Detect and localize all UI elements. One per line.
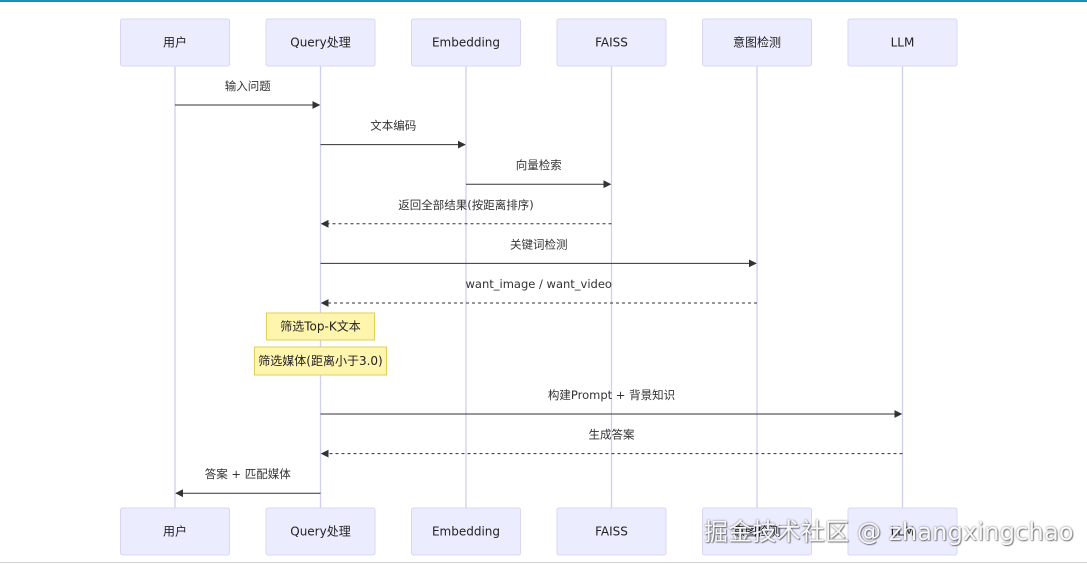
- actor-label: LLM: [891, 36, 915, 50]
- actor-box: [120, 18, 230, 67]
- actor-label: FAISS: [595, 525, 628, 539]
- message-label: 返回全部结果(按距离排序): [398, 198, 533, 212]
- actor-box: [265, 18, 376, 67]
- message-1: 输入问题: [175, 79, 321, 109]
- note-box: [254, 346, 387, 376]
- actor-label: 用户: [163, 524, 187, 539]
- actor-label: Embedding: [432, 36, 500, 50]
- message-label: want_image / want_video: [466, 277, 612, 291]
- actor-llm-bottom: LLM: [847, 507, 958, 556]
- actor-box: [120, 507, 230, 556]
- message-label: 答案 + 匹配媒体: [205, 467, 291, 481]
- message-9: 答案 + 匹配媒体: [175, 467, 321, 498]
- actor-box: [556, 18, 667, 67]
- actor-box: [847, 18, 958, 67]
- message-7: 构建Prompt + 背景知识: [320, 388, 903, 418]
- actor-user-bottom: 用户: [120, 507, 230, 556]
- actor-box: [702, 18, 812, 67]
- message-label: 关键词检测: [510, 237, 568, 251]
- actor-box: [411, 18, 521, 67]
- actor-box: [556, 507, 667, 556]
- actor-intent-top: 意图检测: [702, 18, 812, 67]
- message-8: 生成答案: [320, 428, 903, 458]
- actor-label: 用户: [163, 35, 187, 50]
- bottom-rule: [0, 562, 1087, 563]
- message-3: 向量检索: [466, 158, 612, 189]
- actor-label: 意图检测: [733, 35, 781, 50]
- message-5: 关键词检测: [320, 237, 757, 268]
- actor-label: FAISS: [595, 36, 628, 50]
- actor-label: 意图检测: [733, 524, 781, 539]
- actor-label: Query处理: [290, 36, 350, 50]
- actor-box: [847, 507, 958, 556]
- message-label: 向量检索: [516, 158, 562, 172]
- watermark-text: 掘金技术社区 @ zhangxingchao: [704, 518, 1074, 546]
- actor-query-top: Query处理: [265, 18, 376, 67]
- message-label: 构建Prompt + 背景知识: [548, 388, 675, 402]
- actor-box: [702, 507, 812, 556]
- actor-llm-top: LLM: [847, 18, 958, 67]
- message-label: 文本编码: [370, 119, 416, 133]
- message-6: want_image / want_video: [320, 277, 757, 307]
- actor-label: Embedding: [432, 525, 500, 539]
- note-1: 筛选Top-K文本: [266, 312, 375, 341]
- actor-label: LLM: [891, 525, 915, 539]
- actor-box: [411, 507, 521, 556]
- note-box: [266, 312, 375, 341]
- actor-intent-bottom: 意图检测: [702, 507, 812, 556]
- note-label: 筛选Top-K文本: [280, 319, 360, 334]
- actor-label: Query处理: [290, 525, 350, 539]
- actor-user-top: 用户: [120, 18, 230, 67]
- note-2: 筛选媒体(距离小于3.0): [254, 346, 387, 376]
- message-2: 文本编码: [320, 119, 466, 149]
- actor-embedding-bottom: Embedding: [411, 507, 521, 556]
- actor-box: [265, 507, 376, 556]
- message-label: 生成答案: [589, 428, 635, 442]
- note-label: 筛选媒体(距离小于3.0): [258, 353, 382, 368]
- actor-faiss-bottom: FAISS: [556, 507, 667, 556]
- actor-embedding-top: Embedding: [411, 18, 521, 67]
- top-rule: [0, 0, 1087, 2]
- actor-query-bottom: Query处理: [265, 507, 376, 556]
- actor-faiss-top: FAISS: [556, 18, 667, 67]
- message-label: 输入问题: [225, 79, 271, 93]
- message-4: 返回全部结果(按距离排序): [320, 198, 612, 228]
